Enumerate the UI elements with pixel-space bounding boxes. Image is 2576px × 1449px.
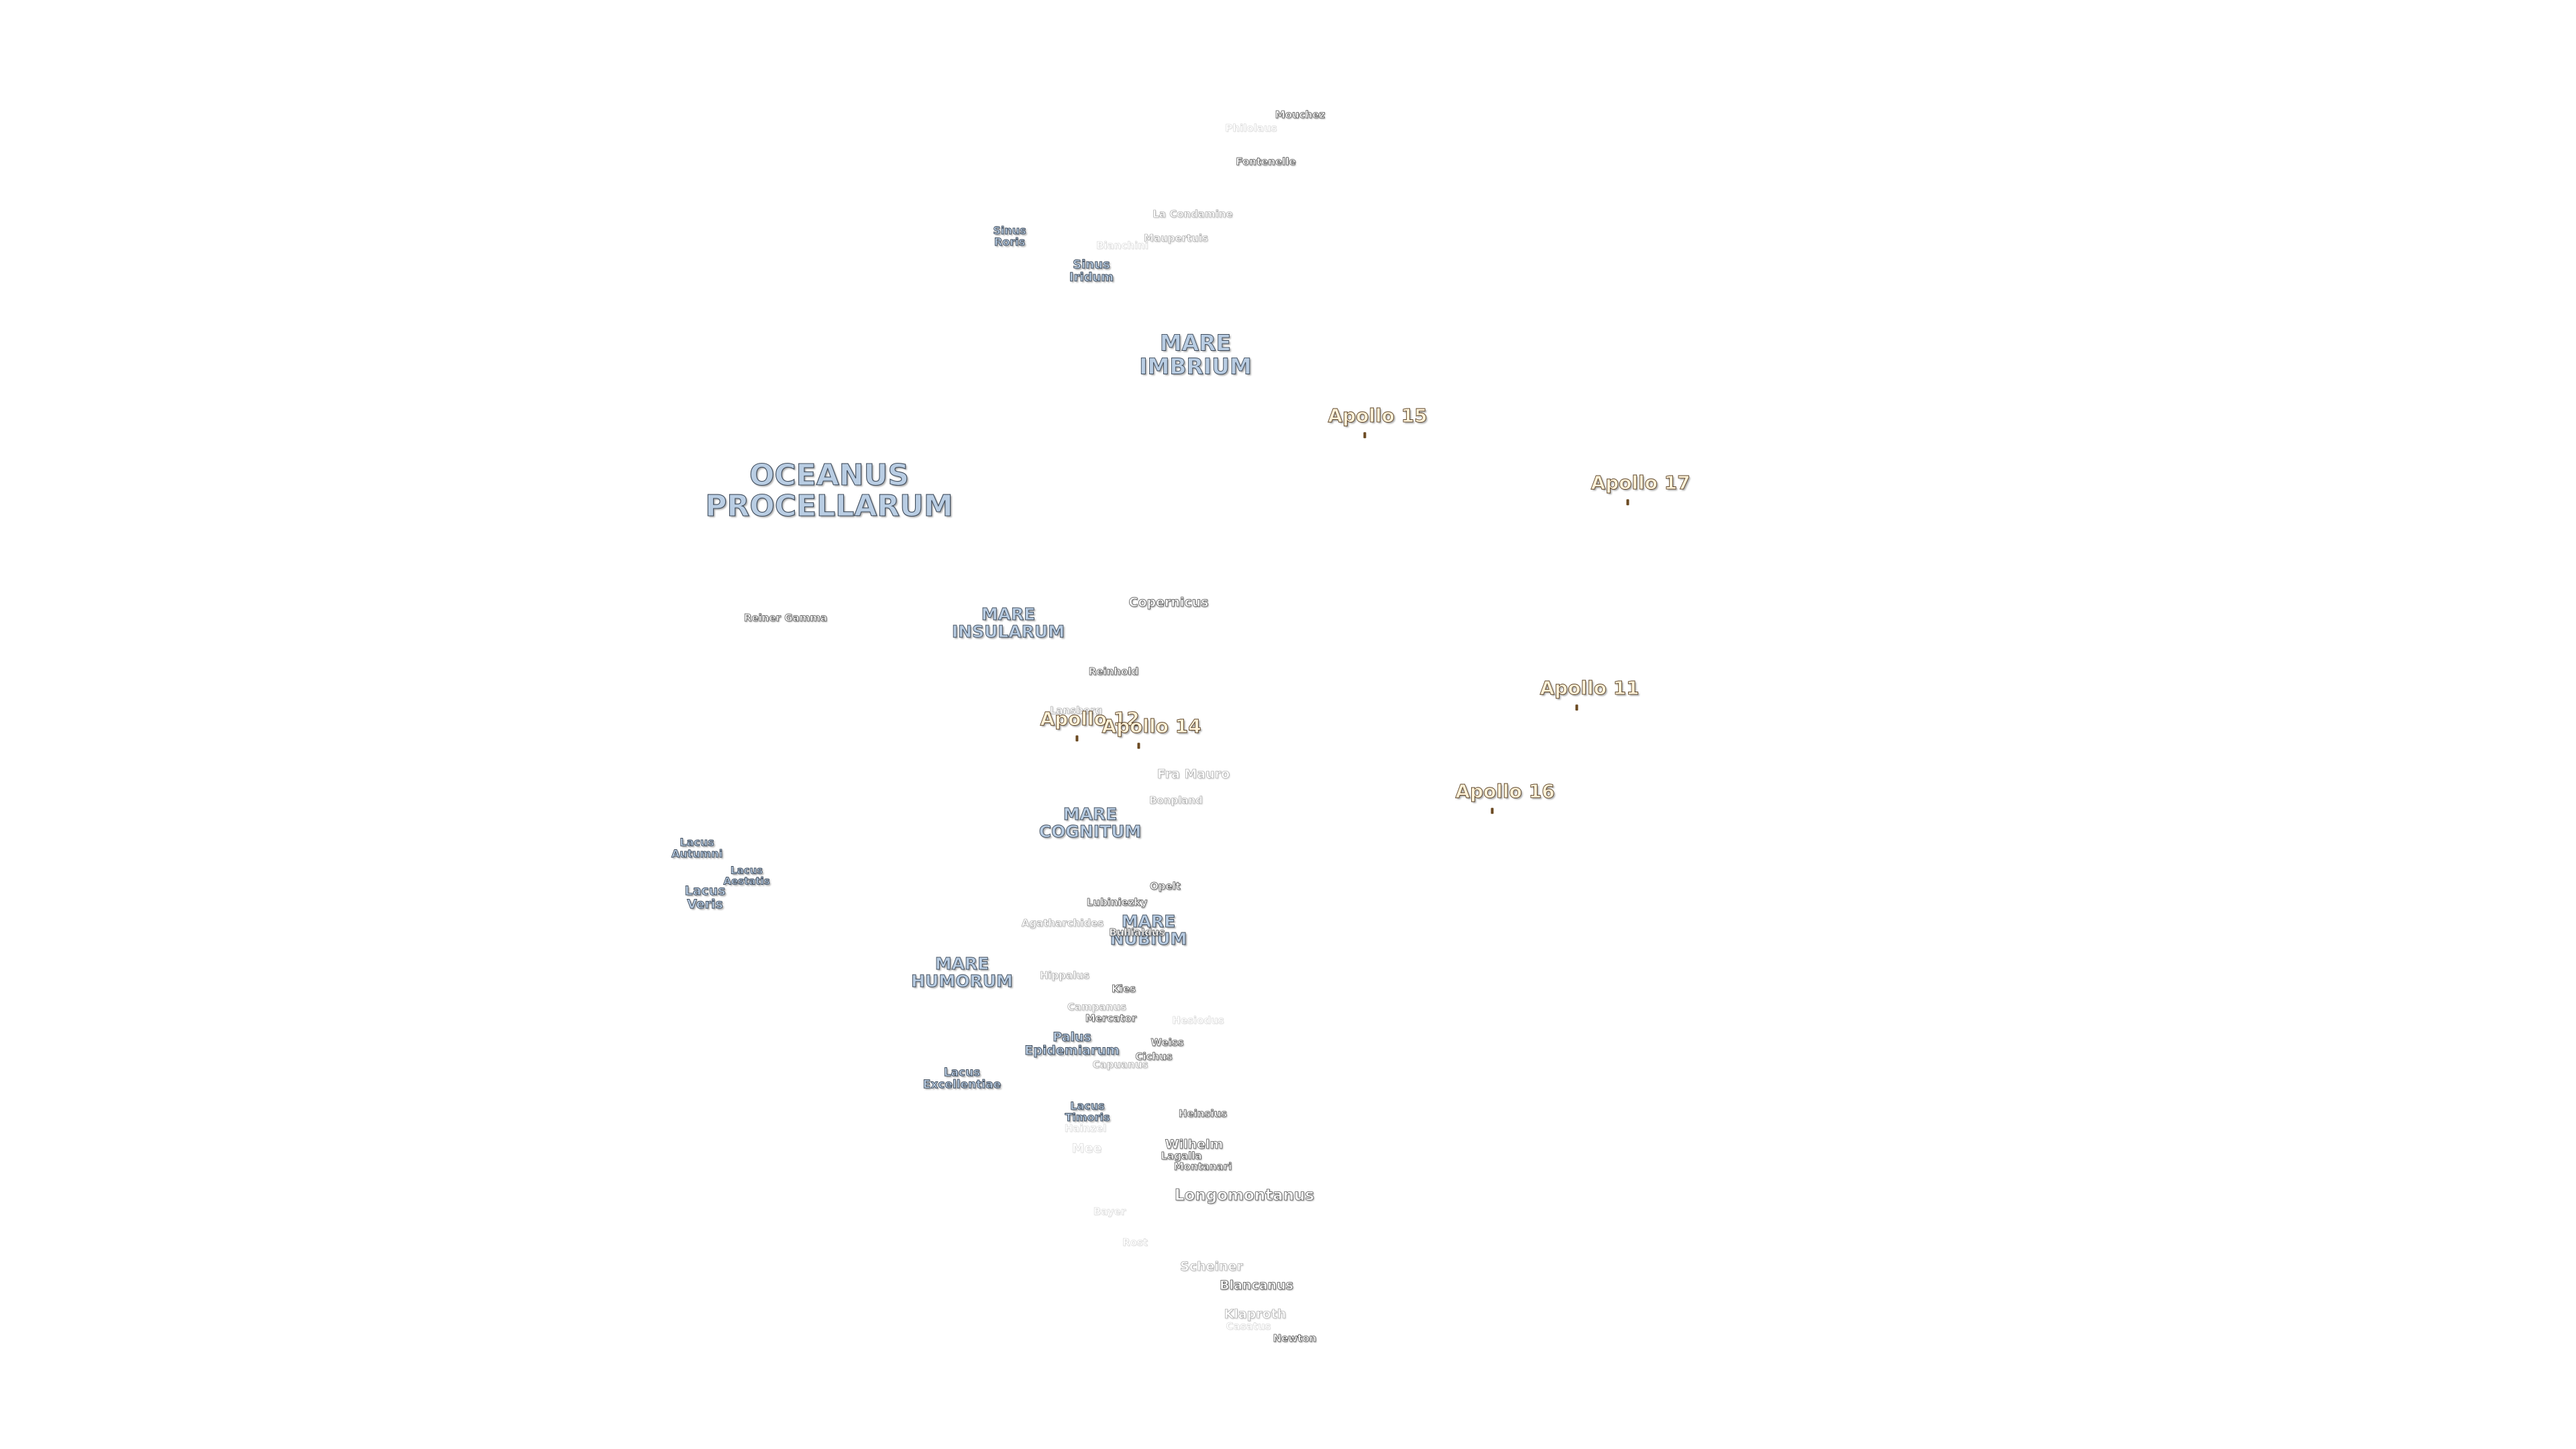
label-opelt: Opelt: [1150, 880, 1181, 893]
label-reinhold: Reinhold: [1088, 665, 1139, 678]
label-mee: Mee: [1071, 1141, 1102, 1157]
apollo-17-site: Apollo 17: [1564, 453, 1690, 533]
label-casatus: Casatus: [1226, 1320, 1271, 1333]
label-bullialdus: Bullialdus: [1109, 926, 1165, 939]
apollo-11-label: Apollo 11: [1540, 677, 1640, 700]
apollo-15-site: Apollo 15: [1301, 386, 1428, 466]
label-scheiner: Scheiner: [1180, 1259, 1243, 1275]
label-mare-nubium: MARE NUBIUM: [1110, 911, 1187, 949]
apollo-14-site: Apollo 14: [1075, 697, 1201, 776]
label-la-condamine: La Condamine: [1152, 208, 1233, 221]
label-lacus-timoris: Lacus Timoris: [1065, 1099, 1110, 1124]
label-philolaus: Philolaus: [1225, 122, 1277, 135]
label-lubiniezky: Lubiniezky: [1086, 896, 1148, 909]
apollo-17-label: Apollo 17: [1591, 472, 1690, 494]
label-reiner-gamma: Reiner Gamma: [743, 612, 828, 625]
label-mare-imbrium: MARE IMBRIUM: [1139, 329, 1252, 379]
label-lacus-aestatis: Lacus Aestatis: [723, 864, 770, 887]
label-fontenelle: Fontenelle: [1236, 156, 1296, 168]
label-mare-cognitum: MARE COGNITUM: [1038, 804, 1142, 841]
label-lacus-excellentiae: Lacus Excellentiae: [922, 1066, 1002, 1091]
label-palus-epidemiarum: Palus Epidemiarum: [1024, 1030, 1120, 1058]
label-maupertuis: Maupertuis: [1144, 232, 1209, 245]
label-lansberg: Lansberg: [1049, 704, 1103, 717]
label-copernicus: Copernicus: [1128, 595, 1209, 610]
apollo-16-label: Apollo 16: [1455, 780, 1555, 803]
label-newton: Newton: [1273, 1332, 1317, 1345]
label-cichus: Cichus: [1135, 1051, 1173, 1063]
landing-marker-icon: [1575, 704, 1578, 711]
label-hippalus: Hippalus: [1039, 969, 1090, 982]
apollo-16-site: Apollo 16: [1429, 762, 1555, 841]
label-lagalla: Lagalla: [1161, 1150, 1202, 1163]
label-campanus: Campanus: [1067, 1001, 1127, 1014]
label-kies: Kies: [1112, 983, 1136, 996]
landing-marker-icon: [1491, 808, 1493, 814]
label-wilhelm: Wilhelm: [1165, 1137, 1224, 1152]
label-sinus-roris: Sinus Roris: [993, 224, 1026, 248]
label-heinsius: Heinsius: [1178, 1108, 1228, 1120]
label-hainzel: Hainzel: [1064, 1122, 1107, 1135]
apollo-15-label: Apollo 15: [1328, 405, 1428, 427]
label-mare-insularum: MARE INSULARUM: [951, 604, 1065, 641]
label-longomontanus: Longomontanus: [1174, 1186, 1315, 1204]
label-mercator: Mercator: [1085, 1012, 1137, 1025]
label-capuanus: Capuanus: [1092, 1059, 1148, 1071]
landing-marker-icon: [1363, 432, 1366, 439]
apollo-11-site: Apollo 11: [1513, 659, 1640, 738]
label-lacus-autumni: Lacus Autumni: [671, 836, 723, 860]
label-montanari: Montanari: [1173, 1161, 1232, 1173]
label-weiss: Weiss: [1150, 1036, 1184, 1049]
label-sinus-iridum: Sinus Iridum: [1069, 258, 1114, 284]
label-fra-mauro: Fra Mauro: [1157, 767, 1230, 782]
label-oceanus-procellarum: OCEANUS PROCELLARUM: [705, 458, 954, 523]
label-mouchez: Mouchez: [1275, 109, 1326, 121]
apollo-14-label: Apollo 14: [1102, 715, 1201, 738]
apollo-12-site: Apollo 12: [1014, 690, 1140, 769]
label-blancanus: Blancanus: [1220, 1278, 1293, 1293]
label-bianchini: Bianchini: [1096, 239, 1148, 252]
label-bonpland: Bonpland: [1149, 794, 1203, 807]
label-rost: Rost: [1122, 1236, 1148, 1249]
apollo-12-label: Apollo 12: [1040, 708, 1140, 731]
label-lacus-veris: Lacus Veris: [684, 883, 726, 912]
label-agatharchides: Agatharchides: [1021, 917, 1104, 930]
label-mare-humorum: MARE HUMORUM: [911, 953, 1014, 991]
label-klaproth: Klaproth: [1224, 1307, 1287, 1322]
label-bayer: Bayer: [1093, 1205, 1126, 1218]
landing-marker-icon: [1075, 735, 1078, 742]
label-hesiodus: Hesiodus: [1172, 1014, 1224, 1027]
landing-marker-icon: [1137, 743, 1140, 749]
landing-marker-icon: [1626, 499, 1629, 506]
